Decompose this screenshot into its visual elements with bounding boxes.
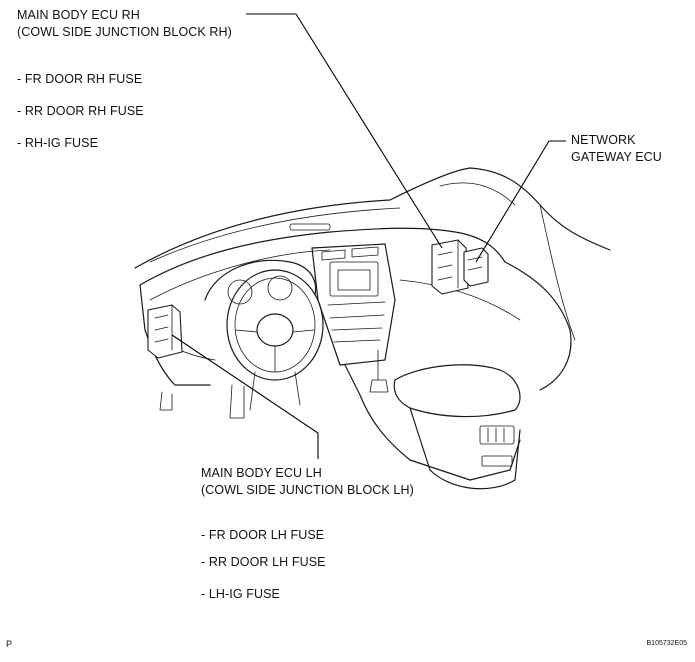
dashboard-crease bbox=[149, 249, 331, 301]
rear-console bbox=[409, 407, 521, 490]
ecu-rh-subtitle: (COWL SIDE JUNCTION BLOCK RH) bbox=[17, 25, 232, 39]
console-tunnel bbox=[344, 364, 521, 481]
ecu-lh-box bbox=[147, 304, 183, 359]
figure-code: B105732E05 bbox=[646, 640, 687, 647]
armrest bbox=[393, 364, 521, 418]
leader-line-ecu-lh bbox=[171, 334, 319, 459]
fuse-lh-ig: - LH-IG FUSE bbox=[201, 587, 280, 601]
gateway-ecu-subtitle: GATEWAY ECU bbox=[571, 150, 662, 164]
ecu-lh-title: MAIN BODY ECU LH bbox=[201, 466, 322, 480]
nav-screen bbox=[329, 261, 379, 297]
dashboard-top bbox=[139, 227, 506, 286]
nav-screen-inner bbox=[337, 269, 371, 291]
fuse-fr-door-lh: - FR DOOR LH FUSE bbox=[201, 528, 325, 542]
steering-column bbox=[249, 371, 301, 411]
pedal-right bbox=[229, 384, 245, 419]
windshield-inner bbox=[149, 207, 401, 263]
door-line bbox=[539, 204, 576, 341]
corner-mark: P bbox=[6, 639, 13, 649]
rear-console-panel bbox=[481, 455, 513, 467]
ecu-lh-detail bbox=[154, 304, 173, 351]
fuse-rr-door-rh: - RR DOOR RH FUSE bbox=[17, 104, 144, 118]
leader-line-gateway bbox=[475, 140, 566, 263]
fuse-fr-door-rh: - FR DOOR RH FUSE bbox=[17, 72, 143, 86]
shift-lever bbox=[369, 349, 389, 393]
steering-wheel-rim bbox=[226, 269, 324, 381]
gauge-right bbox=[267, 275, 293, 301]
center-stack bbox=[311, 243, 396, 366]
dash-right bbox=[504, 261, 572, 391]
ecu-rh-detail bbox=[437, 239, 459, 289]
hvac-controls bbox=[327, 301, 386, 343]
gateway-ecu-title: NETWORK bbox=[571, 133, 636, 147]
ecu-rh-box bbox=[431, 239, 469, 295]
gateway-ecu-box bbox=[463, 247, 489, 287]
steering-hub bbox=[256, 313, 294, 347]
gauge-left bbox=[227, 279, 253, 305]
glovebox-line bbox=[399, 279, 521, 321]
center-vents bbox=[321, 246, 379, 261]
ecu-rh-title: MAIN BODY ECU RH bbox=[17, 8, 140, 22]
pedal-left bbox=[159, 391, 173, 411]
rear-vent bbox=[479, 425, 515, 445]
windshield-outline bbox=[134, 167, 611, 269]
fuse-rh-ig: - RH-IG FUSE bbox=[17, 136, 99, 150]
ecu-lh-subtitle: (COWL SIDE JUNCTION BLOCK LH) bbox=[201, 483, 414, 497]
fuse-rr-door-lh: - RR DOOR LH FUSE bbox=[201, 555, 326, 569]
dash-left-side bbox=[139, 284, 211, 386]
leader-line-ecu-rh bbox=[246, 13, 443, 249]
rear-vent-slats bbox=[487, 427, 505, 443]
steering-spoke-left bbox=[235, 329, 258, 333]
steering-spoke-right bbox=[292, 329, 315, 333]
defroster-vent bbox=[289, 223, 331, 231]
instrument-hood bbox=[204, 259, 317, 301]
gateway-ecu-detail bbox=[467, 256, 483, 271]
roof-edge bbox=[439, 182, 516, 206]
